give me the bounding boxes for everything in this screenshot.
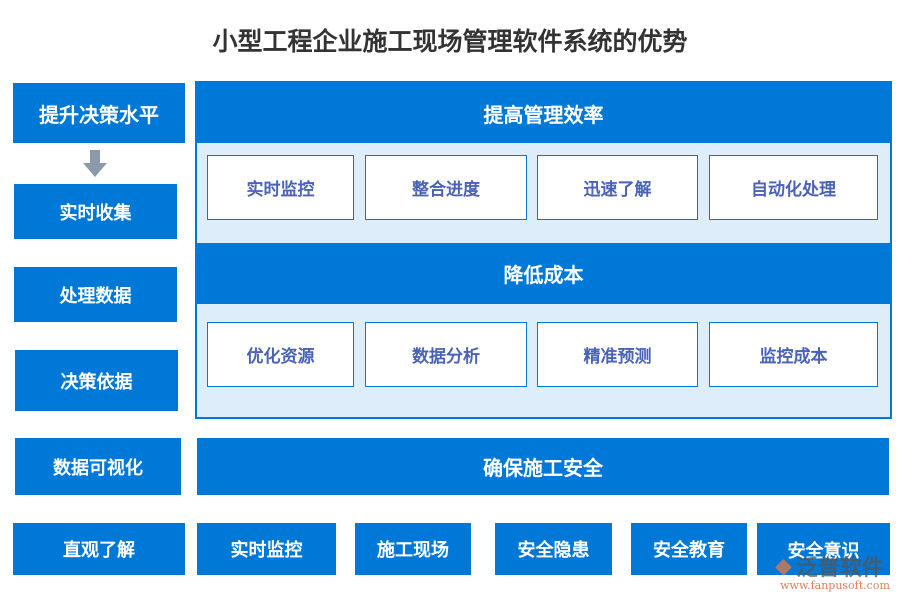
page-title: 小型工程企业施工现场管理软件系统的优势: [212, 27, 688, 56]
item-box: 自动化处理: [709, 155, 878, 220]
item-box: 数据分析: [365, 322, 527, 387]
safety-item: 实时监控: [197, 523, 336, 575]
safety-item: 安全教育: [631, 523, 747, 575]
left-item-decision: 提升决策水平: [13, 83, 185, 143]
watermark-url: www.fanpusoft.com: [780, 578, 890, 592]
watermark-brand: 泛普软件: [795, 556, 884, 581]
item-box: 优化资源: [207, 322, 354, 387]
safety-item: 安全隐患: [495, 523, 612, 575]
safety-item: 安全意识: [757, 523, 890, 575]
arrow-down-icon: [83, 150, 107, 178]
left-item-5: 直观了解: [13, 523, 185, 575]
item-box: 监控成本: [709, 322, 878, 387]
item-box: 实时监控: [207, 155, 354, 220]
section-header-safety: 确保施工安全: [197, 438, 889, 495]
left-item-1: 实时收集: [14, 184, 177, 239]
left-item-2: 处理数据: [14, 267, 177, 322]
left-item-4: 数据可视化: [15, 438, 181, 495]
section-header-efficiency: 提高管理效率: [197, 83, 890, 143]
safety-item: 施工现场: [355, 523, 471, 575]
item-box: 精准预测: [537, 322, 698, 387]
item-box: 迅速了解: [537, 155, 698, 220]
left-item-3: 决策依据: [15, 350, 178, 411]
section-header-cost: 降低成本: [197, 243, 890, 304]
watermark-logo: ◆泛普软件: [775, 552, 895, 582]
item-box: 整合进度: [365, 155, 527, 220]
logo-icon: ◆: [775, 553, 792, 579]
